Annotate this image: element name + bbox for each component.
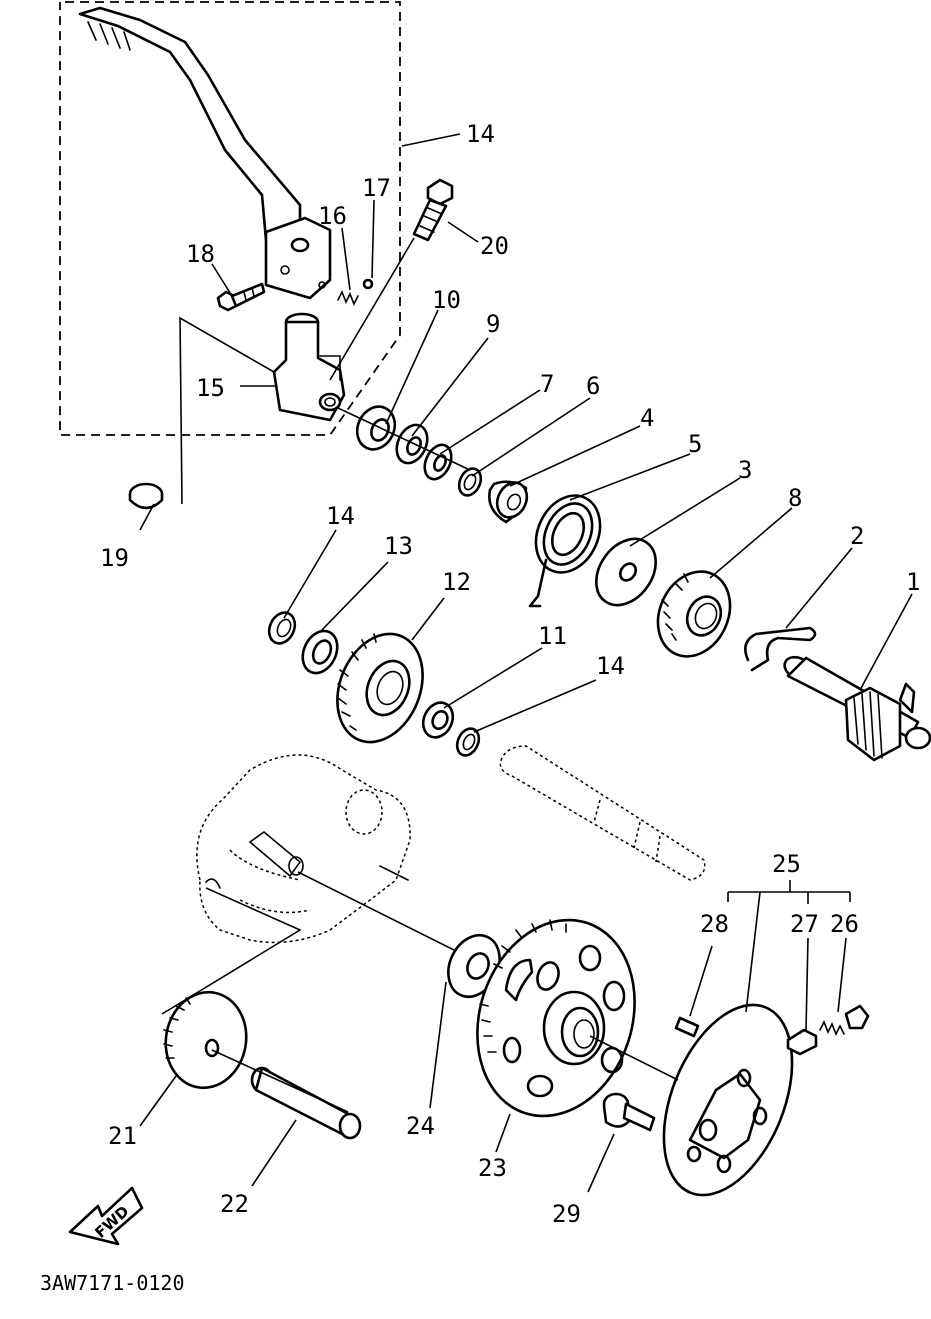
shaft-23 xyxy=(250,1066,362,1140)
circlip-14-lower xyxy=(455,727,481,757)
bush-4 xyxy=(488,480,529,524)
collar-20 xyxy=(128,482,164,510)
starter-clutch-26 xyxy=(662,1003,794,1197)
callout-7: 7 xyxy=(540,370,554,398)
callout-28: 27 xyxy=(790,910,819,938)
kick-crank-assembly-boundary xyxy=(59,1,401,436)
callout-14-upper: 14 xyxy=(326,502,355,530)
callout-16: 15 xyxy=(196,374,225,402)
callout-2: 2 xyxy=(850,522,864,550)
kick-axle-1 xyxy=(783,655,931,762)
plunger-28 xyxy=(786,1028,818,1056)
callout-8: 8 xyxy=(788,484,802,512)
wheel-gear-24 xyxy=(476,918,636,1118)
callout-21: 20 xyxy=(480,232,509,260)
washer-9 xyxy=(395,423,429,465)
bolt-19 xyxy=(216,282,266,312)
callout-6: 6 xyxy=(586,372,600,400)
drawing-code: 3AW7171-0120 xyxy=(40,1271,185,1295)
fwd-arrow: FWD xyxy=(68,1186,144,1246)
kick-boss-16 xyxy=(272,312,346,422)
callout-24: 23 xyxy=(478,1154,507,1182)
crankcase-ghost xyxy=(196,754,411,944)
callout-22: 21 xyxy=(108,1122,137,1150)
washer-10 xyxy=(355,405,397,451)
spring-27 xyxy=(819,1004,870,1036)
callout-14-lower: 14 xyxy=(596,652,625,680)
idle-gear-22 xyxy=(163,990,248,1090)
callout-26: 25 xyxy=(772,850,801,878)
washer-7 xyxy=(423,443,453,481)
ratchet-gear-8 xyxy=(656,570,732,658)
callout-15: 14 xyxy=(466,120,495,148)
callout-4: 4 xyxy=(640,404,654,432)
callout-17: 16 xyxy=(318,202,347,230)
callout-25: 24 xyxy=(406,1112,435,1140)
callout-13: 13 xyxy=(384,532,413,560)
washer-13 xyxy=(301,629,339,675)
callout-11: 11 xyxy=(538,622,567,650)
torsion-spring-5 xyxy=(528,494,602,608)
kick-gear-12 xyxy=(336,632,424,744)
washer-3 xyxy=(595,537,657,607)
callout-1: 1 xyxy=(906,568,920,596)
callout-19: 18 xyxy=(186,240,215,268)
bolt-21 xyxy=(412,178,454,242)
callout-27: 26 xyxy=(830,910,859,938)
bolt-30 xyxy=(602,1092,656,1132)
callout-5: 5 xyxy=(688,430,702,458)
clip-2 xyxy=(744,626,817,672)
callout-23: 22 xyxy=(220,1190,249,1218)
callout-30: 29 xyxy=(552,1200,581,1228)
callout-12: 12 xyxy=(442,568,471,596)
circlip-14-upper xyxy=(267,611,297,645)
callout-29: 28 xyxy=(700,910,729,938)
ball-18 xyxy=(362,278,374,290)
washer-25 xyxy=(447,933,501,999)
kick-crank-lever xyxy=(78,6,332,300)
callout-18: 17 xyxy=(362,174,391,202)
leader-lines xyxy=(139,133,913,1193)
callout-20: 19 xyxy=(100,544,129,572)
callout-9: 9 xyxy=(486,310,500,338)
roller-29 xyxy=(674,1016,700,1038)
callout-3: 3 xyxy=(738,456,752,484)
callout-labels: 14 17 16 18 20 15 10 9 7 6 4 5 3 8 2 1 1… xyxy=(100,120,920,1228)
spring-17 xyxy=(337,290,359,306)
washer-11 xyxy=(421,701,455,739)
callout-10: 10 xyxy=(432,286,461,314)
shaft-ghost xyxy=(499,745,706,881)
